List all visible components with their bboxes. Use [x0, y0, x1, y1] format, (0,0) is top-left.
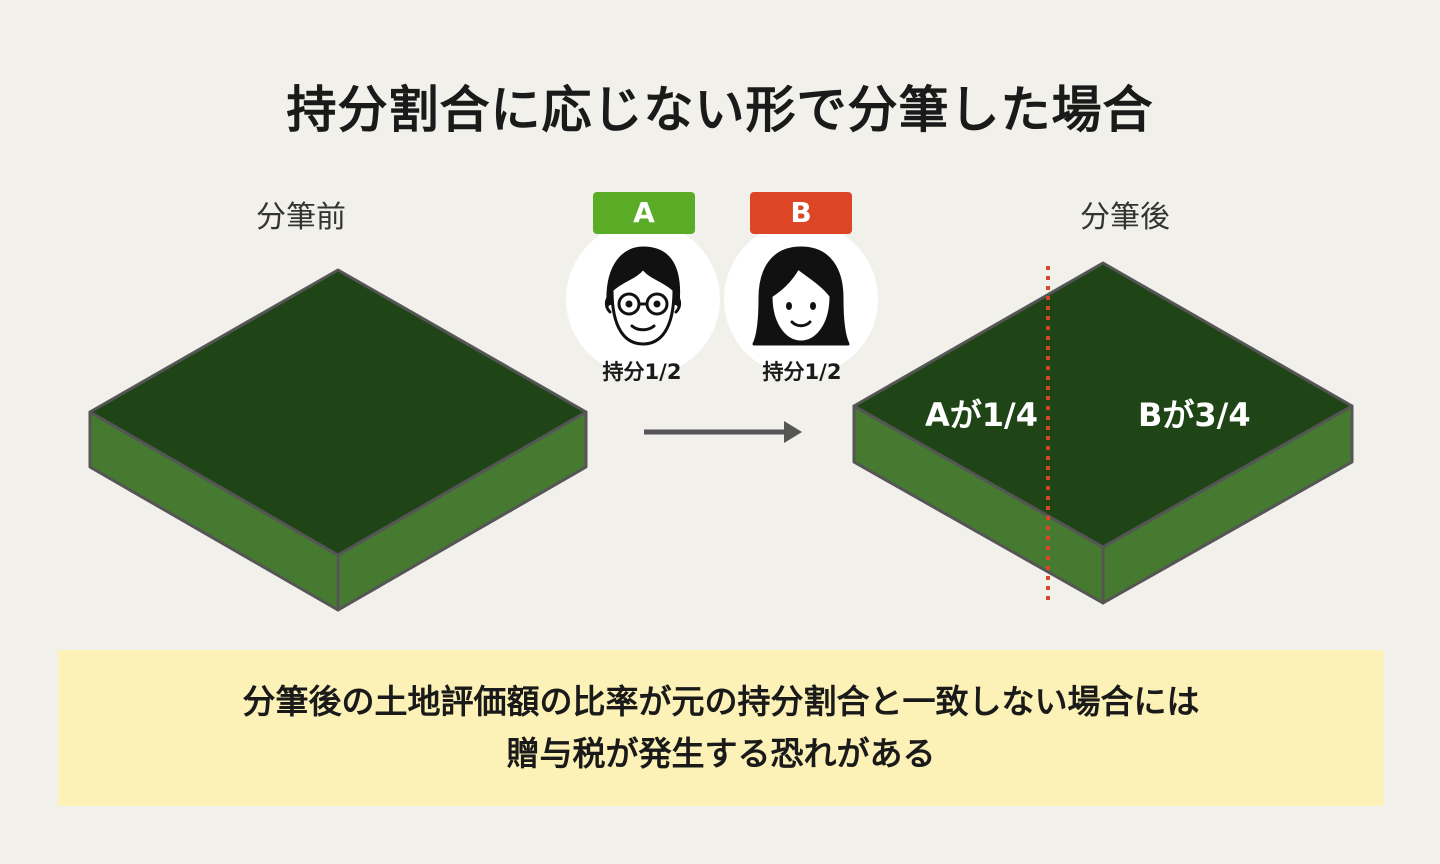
arrow-right-icon: [644, 421, 802, 443]
before-caption: 分筆前: [256, 200, 346, 235]
woman-icon: [752, 246, 850, 346]
owner-a-badge: A: [593, 192, 695, 234]
land-before-top: [88, 268, 588, 557]
note-box: 分筆後の土地評価額の比率が元の持分割合と一致しない場合には 贈与税が発生する恐れ…: [58, 650, 1384, 806]
note-line-1: 分筆後の土地評価額の比率が元の持分割合と一致しない場合には: [242, 682, 1200, 721]
land-after-top: [852, 261, 1354, 549]
after-caption: 分筆後: [1080, 200, 1170, 235]
owner-b-share: 持分1/2: [762, 360, 842, 384]
man-with-glasses-icon: [604, 246, 682, 346]
land-before: [88, 268, 588, 612]
owner-b-badge: B: [750, 192, 852, 234]
plot-b-label: Bが3/4: [1138, 396, 1251, 434]
note-line-2: 贈与税が発生する恐れがある: [506, 734, 936, 773]
land-after: [852, 261, 1354, 605]
plot-a-label: Aが1/4: [925, 396, 1038, 434]
page-title: 持分割合に応じない形で分筆した場合: [286, 81, 1154, 139]
owner-a-share: 持分1/2: [602, 360, 682, 384]
